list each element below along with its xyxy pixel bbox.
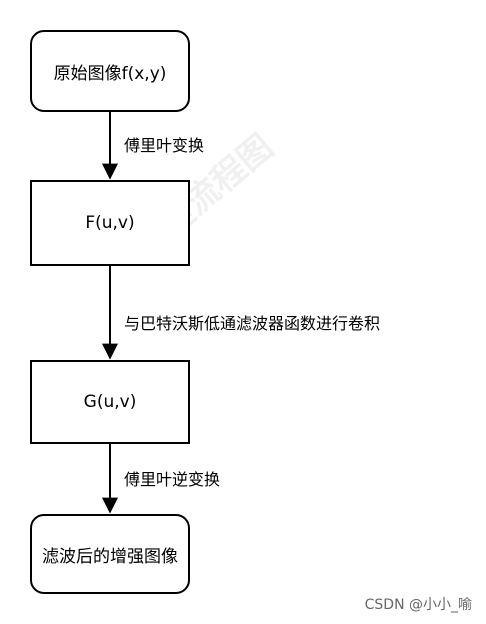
- result-node: 滤波后的增强图像: [30, 514, 190, 594]
- product-node: G(u,v): [30, 360, 190, 444]
- footer-credit: CSDN @小小_喻: [364, 597, 472, 613]
- edge-label-inverse-fourier: 傅里叶逆变换: [124, 470, 221, 489]
- fourier-node: F(u,v): [30, 180, 190, 266]
- edge-label-fourier: 傅里叶变换: [124, 136, 205, 155]
- edge-label-convolution: 与巴特沃斯低通滤波器函数进行卷积: [124, 314, 381, 333]
- start-node: 原始图像f(x,y): [30, 30, 190, 112]
